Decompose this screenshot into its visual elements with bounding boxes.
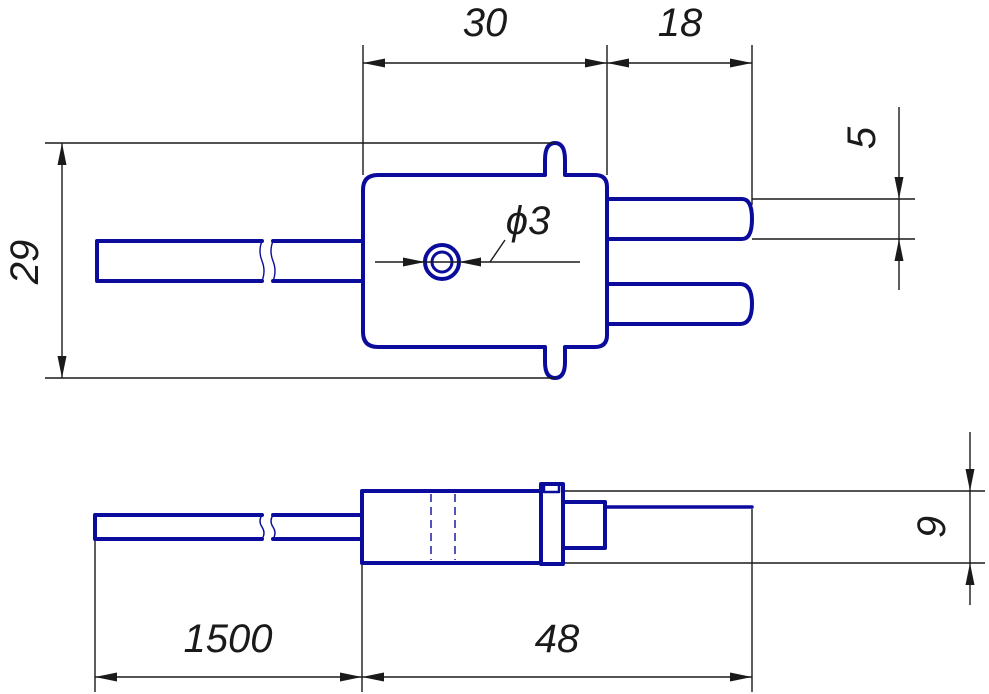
pin-upper	[605, 197, 754, 241]
plug-housing-top	[361, 141, 609, 380]
cable-top-right	[271, 239, 364, 283]
arrow-1500-right	[340, 672, 362, 682]
arrow-1500-left	[95, 672, 117, 682]
dim-label-18: 18	[658, 1, 703, 45]
side-view	[93, 482, 754, 566]
arrow-9-bottom	[965, 563, 975, 585]
cable-break-side	[259, 514, 276, 540]
cable-side-left	[93, 513, 264, 541]
arrow-hole-left	[403, 257, 425, 267]
cable-side-right	[271, 513, 364, 541]
arrow-18-right	[730, 58, 752, 68]
arrow-18-left	[607, 58, 629, 68]
cable-break-top	[259, 240, 276, 282]
cable-top-left	[95, 239, 264, 283]
dim-label-29: 29	[3, 240, 47, 286]
dim-label-5: 5	[840, 126, 884, 149]
dim-label-48: 48	[535, 617, 580, 661]
dimension-arrows	[57, 58, 975, 682]
arrow-hole-right	[459, 257, 481, 267]
arrow-9-top	[965, 469, 975, 491]
dim-label-9: 9	[910, 516, 954, 538]
arrow-29-top	[57, 143, 67, 165]
dim-label-30: 30	[463, 1, 508, 45]
front-face-side	[561, 500, 607, 550]
arrow-30-left	[363, 58, 385, 68]
flange-tab-side	[542, 482, 561, 494]
pin-lower	[605, 282, 754, 326]
arrow-48-left	[362, 672, 384, 682]
arrow-48-right	[730, 672, 752, 682]
arrow-5-bottom	[894, 239, 904, 261]
leader-hole	[489, 239, 506, 263]
arrow-29-bottom	[57, 356, 67, 378]
dim-label-1500: 1500	[184, 617, 273, 661]
dim-label-hole: ϕ3	[506, 199, 551, 243]
arrow-5-top	[894, 177, 904, 199]
flange-side	[539, 482, 565, 566]
dimension-lines	[45, 45, 985, 692]
arrow-30-right	[585, 58, 607, 68]
top-view	[95, 141, 754, 380]
plug-housing-side	[360, 489, 543, 565]
